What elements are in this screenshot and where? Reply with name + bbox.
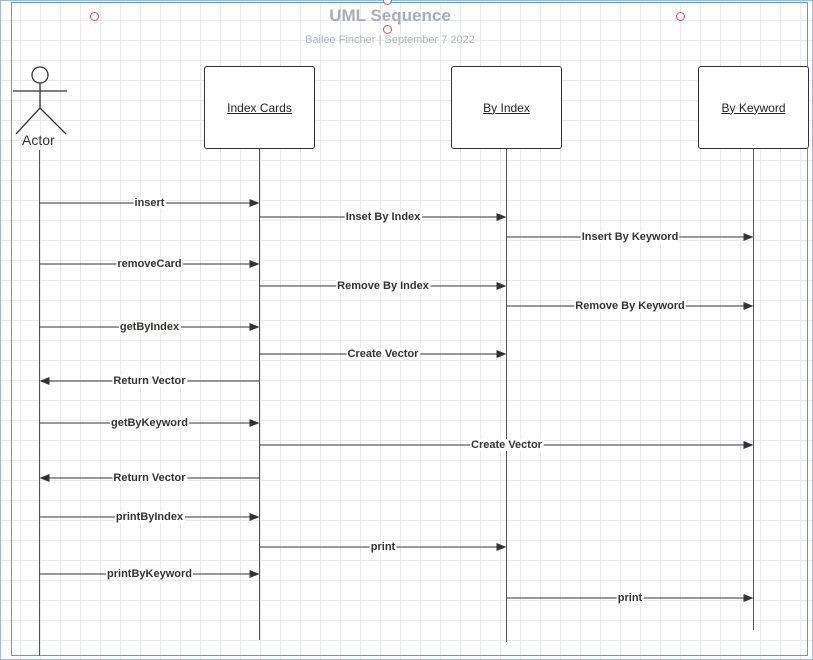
message-11-create-vector[interactable]: Create Vector <box>259 439 754 451</box>
message-label-background <box>346 348 421 360</box>
message-2-inset-by-index[interactable]: Inset By Index <box>259 211 507 223</box>
message-label: Insert By Keyword <box>582 231 679 243</box>
message-label-background <box>118 321 182 333</box>
message-label-background <box>574 300 686 312</box>
message-8-create-vector[interactable]: Create Vector <box>259 348 507 360</box>
message-label-background <box>106 568 193 580</box>
arrowhead-icon <box>249 199 260 207</box>
message-label-background <box>114 511 185 523</box>
message-label-background <box>112 375 188 387</box>
message-12-return-vector[interactable]: Return Vector <box>39 472 260 484</box>
message-1-insert[interactable]: insert <box>39 197 260 209</box>
arrowhead-icon <box>496 350 507 358</box>
arrowhead-icon <box>743 594 754 602</box>
arrowhead-icon <box>496 213 507 221</box>
message-label-background <box>109 417 190 429</box>
arrowhead-icon <box>496 543 507 551</box>
message-label: getByIndex <box>120 321 180 333</box>
message-16-print[interactable]: print <box>506 592 754 604</box>
resize-handle-top-center-lower[interactable] <box>383 25 392 34</box>
arrowhead-icon <box>496 282 507 290</box>
arrowhead-icon <box>743 233 754 241</box>
diagram-title[interactable]: UML Sequence <box>329 6 451 25</box>
message-label: Remove By Keyword <box>575 300 684 312</box>
diagram-subtitle[interactable]: Bailee Fincher | September 7 2022 <box>305 34 475 46</box>
message-label: print <box>618 592 643 604</box>
message-label-background <box>112 472 188 484</box>
message-13-printbyindex[interactable]: printByIndex <box>39 511 260 523</box>
message-label-background <box>369 541 397 553</box>
resize-handle-top-left[interactable] <box>90 12 99 21</box>
message-label: getByKeyword <box>111 417 188 429</box>
arrowhead-icon <box>743 302 754 310</box>
message-label-background <box>616 592 644 604</box>
message-15-printbykeyword[interactable]: printByKeyword <box>39 568 260 580</box>
participant-by-keyword[interactable]: By Keyword <box>698 66 809 149</box>
participant-by-index[interactable]: By Index <box>451 66 562 149</box>
message-label: printByKeyword <box>107 568 192 580</box>
lifeline-by-index <box>506 148 507 642</box>
message-10-getbykeyword[interactable]: getByKeyword <box>39 417 260 429</box>
message-9-return-vector[interactable]: Return Vector <box>39 375 260 387</box>
arrowhead-icon <box>39 377 50 385</box>
message-3-insert-by-keyword[interactable]: Insert By Keyword <box>506 231 754 243</box>
lifeline-index-cards <box>259 148 260 640</box>
lifeline-actor <box>39 150 40 656</box>
canvas-frame <box>11 2 808 656</box>
message-14-print[interactable]: print <box>259 541 507 553</box>
message-6-remove-by-keyword[interactable]: Remove By Keyword <box>506 300 754 312</box>
message-label: Remove By Index <box>337 280 430 292</box>
message-label-background <box>470 439 544 451</box>
message-7-getbyindex[interactable]: getByIndex <box>39 321 260 333</box>
message-label: Return Vector <box>113 472 186 484</box>
arrowhead-icon <box>249 570 260 578</box>
participant-index-cards[interactable]: Index Cards <box>204 66 315 149</box>
message-label: Create Vector <box>471 439 543 451</box>
arrowhead-icon <box>39 474 50 482</box>
resize-handle-top-right[interactable] <box>676 12 685 21</box>
message-label: Create Vector <box>348 348 420 360</box>
actor-figure-icon[interactable] <box>10 64 70 139</box>
lifeline-by-keyword <box>753 148 754 630</box>
message-5-remove-by-index[interactable]: Remove By Index <box>259 280 507 292</box>
message-4-removecard[interactable]: removeCard <box>39 258 260 270</box>
arrowhead-icon <box>743 441 754 449</box>
arrowhead-icon <box>249 419 260 427</box>
message-label-background <box>133 197 166 209</box>
message-label: print <box>371 541 396 553</box>
resize-handle-top-center[interactable] <box>383 0 392 5</box>
actor-label: Actor <box>22 132 55 148</box>
message-label-background <box>344 211 423 223</box>
message-label-background <box>116 258 183 270</box>
message-label: printByIndex <box>116 511 184 523</box>
message-label: removeCard <box>117 258 181 270</box>
arrowhead-icon <box>249 513 260 521</box>
message-label: insert <box>135 197 165 209</box>
arrowhead-icon <box>249 260 260 268</box>
message-label-background <box>336 280 431 292</box>
arrowhead-icon <box>249 323 260 331</box>
message-label: Return Vector <box>113 375 186 387</box>
message-label: Inset By Index <box>346 211 421 223</box>
message-label-background <box>580 231 680 243</box>
